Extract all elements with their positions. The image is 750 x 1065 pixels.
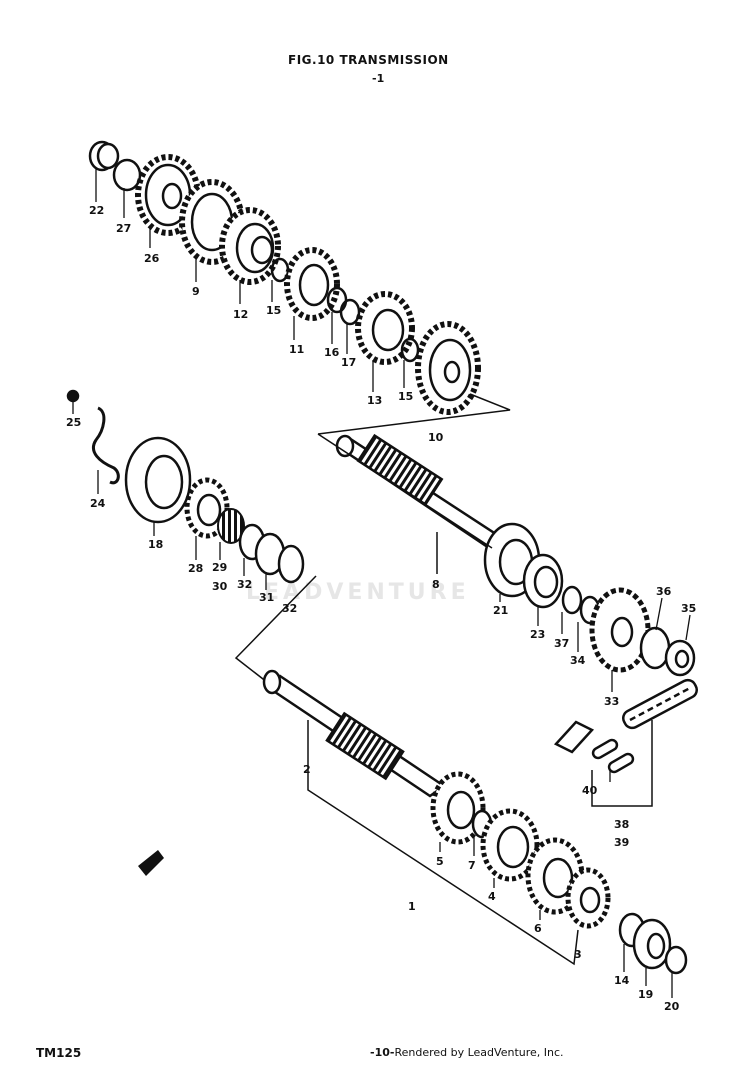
callout-15-upper: 15 [266, 304, 281, 317]
seal-23 [522, 553, 564, 609]
bracket-10 [317, 393, 511, 435]
callout-5: 5 [436, 855, 444, 868]
callout-15-lower: 15 [398, 390, 413, 403]
nut-35 [664, 639, 696, 677]
callout-4: 4 [488, 890, 496, 903]
callout-31: 31 [259, 591, 274, 604]
gear-3 [565, 867, 611, 929]
figure-subtitle: -1 [372, 72, 385, 85]
rendered-by: Rendered by LeadVenture, Inc. [394, 1046, 564, 1059]
bracket-38 [591, 720, 653, 807]
spacer-37 [561, 585, 583, 615]
callout-39: 39 [614, 836, 629, 849]
callout-24: 24 [90, 497, 106, 510]
stopper-plate-24 [91, 406, 120, 485]
callout-1: 1 [408, 900, 416, 913]
watermark: LEADVENTURE [246, 580, 470, 605]
front-arrow-icon [138, 850, 164, 876]
callout-35: 35 [681, 602, 696, 615]
drive-chain-38 [622, 678, 698, 730]
bearing-19 [632, 918, 672, 970]
countershaft-8 [335, 433, 508, 552]
callout-27: 27 [116, 222, 131, 235]
callout-28: 28 [188, 562, 203, 575]
callout-29: 29 [212, 561, 227, 574]
callout-33: 33 [604, 695, 619, 708]
leader-lines [72, 168, 691, 998]
page-number: -10- [370, 1046, 395, 1059]
chain-joint-40 [553, 720, 635, 774]
callout-19: 19 [638, 988, 653, 1001]
main-shaft-2 [262, 669, 447, 798]
upper-gear-cluster [88, 140, 481, 415]
callout-7: 7 [468, 859, 476, 872]
callout-3: 3 [574, 948, 582, 961]
callout-26: 26 [144, 252, 160, 265]
gear-5 [430, 771, 486, 845]
callout-11: 11 [289, 343, 304, 356]
callout-21: 21 [493, 604, 508, 617]
callout-6: 6 [534, 922, 542, 935]
lock-washer-36 [639, 626, 671, 670]
gear-13 [355, 291, 415, 365]
reference-line-upper [317, 433, 493, 549]
callout-9: 9 [192, 285, 200, 298]
gear-10 [415, 321, 481, 415]
callout-16: 16 [324, 346, 340, 359]
gear-11 [284, 247, 340, 321]
bearing-18 [124, 436, 192, 524]
needle-bearing-29 [217, 508, 245, 544]
callout-10: 10 [428, 431, 444, 444]
callout-20: 20 [664, 1000, 680, 1013]
callout-8: 8 [432, 578, 440, 591]
bracket-1 [307, 720, 579, 966]
reference-line-lower [234, 575, 317, 687]
callout-17: 17 [341, 356, 356, 369]
gear-4 [480, 808, 540, 882]
callout-32-b: 32 [282, 602, 297, 615]
callout-12: 12 [233, 308, 248, 321]
callout-38: 38 [614, 818, 629, 831]
callout-2: 2 [303, 763, 311, 776]
callout-34: 34 [570, 654, 586, 667]
callout-25: 25 [66, 416, 81, 429]
callout-18: 18 [148, 538, 163, 551]
callout-14: 14 [614, 974, 630, 987]
gear-12 [219, 207, 281, 285]
figure-title: FIG.10 TRANSMISSION [288, 53, 449, 67]
gear-28 [184, 477, 230, 539]
circlip-32-b [277, 544, 305, 584]
callout-40: 40 [582, 784, 598, 797]
callout-13: 13 [367, 394, 382, 407]
cap-20 [664, 945, 688, 975]
callout-23: 23 [530, 628, 545, 641]
bolt-25 [66, 389, 80, 403]
page-footer: -10-Rendered by LeadVenture, Inc. [370, 1046, 564, 1059]
callout-22: 22 [89, 204, 104, 217]
callout-32-a: 32 [237, 578, 252, 591]
callout-36: 36 [656, 585, 672, 598]
callout-numbers: 22 27 26 9 12 15 11 16 17 13 15 10 25 24… [66, 204, 696, 1013]
model-code: TM125 [36, 1046, 82, 1060]
callout-37: 37 [554, 637, 569, 650]
bushing-22 [88, 140, 120, 172]
bushing-17 [339, 298, 361, 326]
callout-30: 30 [212, 580, 228, 593]
sprocket-33 [589, 587, 651, 673]
washer-27 [112, 158, 142, 192]
